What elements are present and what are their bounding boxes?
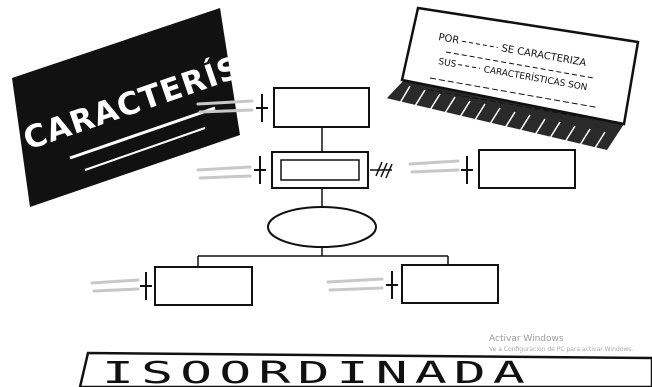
watermark-subtitle: Ve a Configuración de PC para activar Wi… (489, 346, 633, 353)
definition-card: POR SE CARACTERIZA SUS CARACTERÍSTICAS S… (386, 8, 638, 150)
oval-node (268, 207, 376, 247)
box-bottom-left (155, 267, 252, 305)
activation-watermark: Activar Windows Ve a Configuración de PC… (489, 334, 633, 353)
watermark-title: Activar Windows (489, 334, 564, 344)
box-top (274, 88, 369, 127)
bottom-title-banner: ISOORDINADA (80, 353, 652, 387)
box-center (272, 152, 368, 188)
box-bottom-right (402, 265, 498, 303)
box-right (479, 150, 575, 188)
hash-marks (376, 162, 392, 178)
bottom-banner-title: ISOORDINADA (102, 356, 532, 387)
